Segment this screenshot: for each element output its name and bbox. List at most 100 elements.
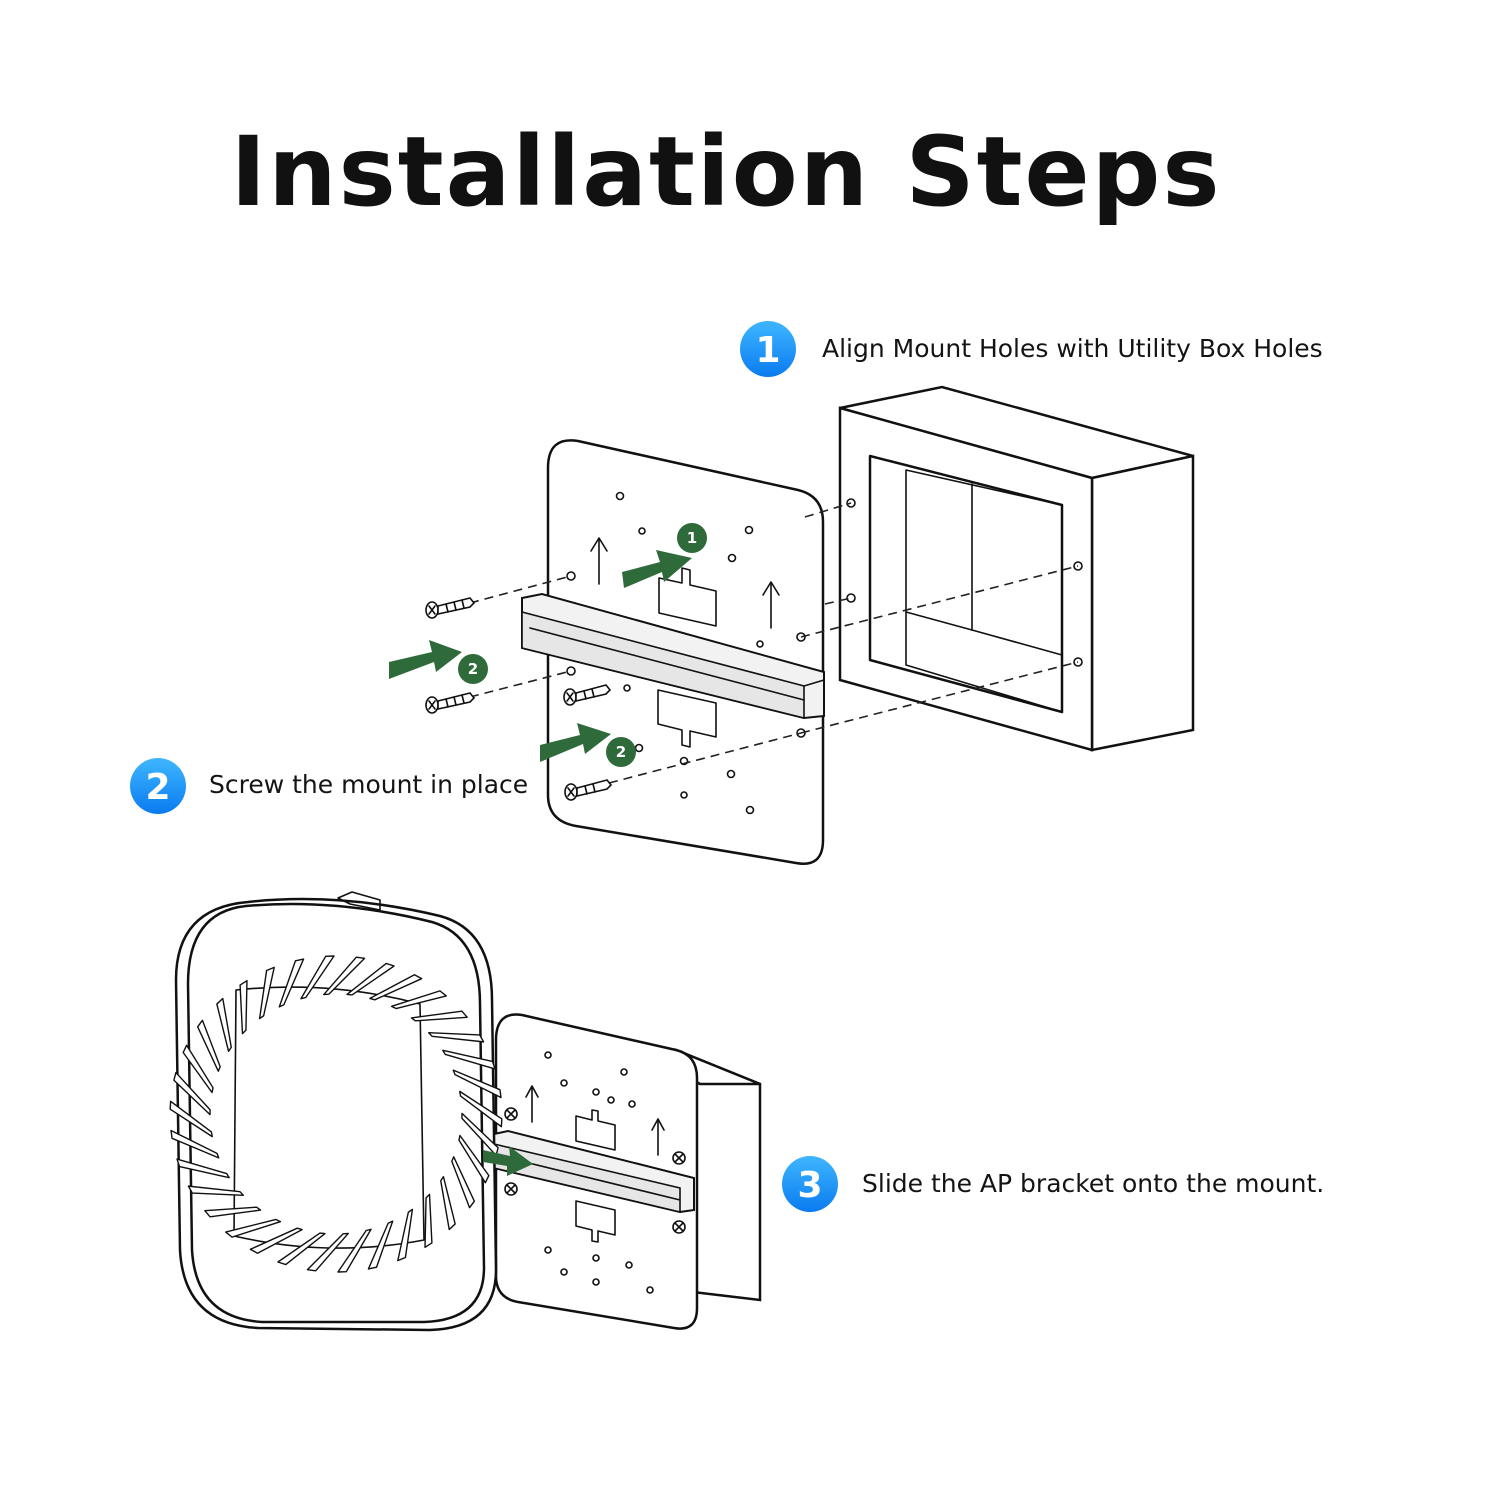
step-3-caption: Slide the AP bracket onto the mount.	[862, 1169, 1324, 1198]
plate-hole	[560, 1079, 568, 1087]
plate-hole	[566, 571, 576, 581]
action-arrow-screw: 2	[540, 723, 636, 767]
device-rib	[278, 958, 305, 1008]
box-hole	[846, 593, 856, 603]
plate-hole	[726, 769, 736, 779]
plate-hole	[607, 1096, 615, 1104]
device-rib	[459, 1090, 503, 1128]
plate-hole	[615, 491, 625, 501]
screw-icon	[564, 779, 613, 801]
up-arrow-icon	[651, 1118, 665, 1156]
screw-head-icon	[672, 1220, 686, 1234]
page-title: Installation Steps	[231, 116, 1222, 228]
action-arrow-align: 1	[622, 523, 707, 588]
plate-hole	[560, 1268, 568, 1276]
plate-hole	[592, 1278, 600, 1286]
up-arrow-icon	[590, 537, 608, 585]
device-rib	[176, 1158, 230, 1179]
device-rib	[306, 1232, 349, 1272]
plate-hole	[745, 805, 755, 815]
plate-hole	[628, 1100, 636, 1108]
step-2-number: 2	[145, 767, 170, 808]
device-rib	[397, 1208, 414, 1262]
up-arrow-icon	[525, 1085, 539, 1123]
plate-hole	[625, 1261, 633, 1269]
step-3-number: 3	[797, 1165, 822, 1206]
device-rib	[424, 1193, 433, 1249]
plate-hole	[592, 1088, 600, 1096]
screw-head-icon	[672, 1151, 686, 1165]
device-rib	[170, 1129, 220, 1159]
plate-hole	[646, 1286, 654, 1294]
utility-box	[838, 385, 1195, 752]
device-rib	[367, 1220, 394, 1270]
plate-hole	[634, 743, 644, 753]
step-1-caption: Align Mount Holes with Utility Box Holes	[822, 334, 1323, 363]
device-rib	[216, 997, 232, 1053]
plate-hole	[623, 684, 631, 692]
device-rib	[458, 1134, 490, 1184]
device-rib	[204, 1206, 262, 1218]
callout-2b-number: 2	[616, 743, 626, 761]
screw-icon	[425, 597, 476, 619]
plate-hole	[727, 553, 737, 563]
device-rib	[187, 1185, 244, 1196]
step-3-badge	[782, 1156, 838, 1212]
plate-hole	[756, 640, 764, 648]
step-2-label: 2 Screw the mount in place	[130, 758, 528, 814]
keyhole-slot	[658, 567, 717, 627]
device-rib	[173, 1071, 211, 1116]
device-rib	[323, 956, 366, 996]
plate-hole	[680, 791, 688, 799]
mount-plate-installed	[493, 1013, 699, 1330]
up-arrow-icon	[762, 581, 780, 629]
step-1-badge	[740, 321, 796, 377]
device-rib	[300, 955, 335, 1000]
plate-hole	[544, 1051, 552, 1059]
device-rib	[428, 1032, 485, 1043]
action-arrow-screw: 2	[389, 640, 488, 684]
device-rib	[442, 1049, 496, 1070]
device-rib	[337, 1228, 372, 1273]
device-rib	[196, 1019, 221, 1072]
plate-hole	[638, 527, 646, 535]
mount-rail	[521, 592, 825, 720]
action-arrow-slide	[483, 1146, 533, 1176]
device-rib	[239, 979, 248, 1035]
callout-2a-number: 2	[468, 660, 478, 678]
screw-head-icon	[504, 1107, 518, 1121]
plate-hole	[566, 666, 576, 676]
device-ribs	[169, 955, 503, 1273]
device-rib	[169, 1100, 213, 1138]
device-rib	[440, 1175, 456, 1231]
step-2-badge	[130, 758, 186, 814]
device-rib	[451, 1156, 476, 1209]
device-rib	[390, 990, 447, 1010]
plate-hole	[544, 1246, 552, 1254]
plate-hole	[592, 1254, 600, 1262]
step-1-number: 1	[755, 330, 780, 371]
keyhole-slot	[657, 689, 717, 748]
device-rib	[369, 974, 423, 1001]
callout-1-number: 1	[687, 529, 697, 547]
device-rib	[182, 1044, 214, 1094]
screw-icon	[425, 692, 476, 714]
mount-plate	[521, 439, 825, 865]
device-rib	[249, 1227, 303, 1254]
screw-head-icon	[504, 1182, 518, 1196]
plate-hole	[744, 525, 754, 535]
step-2-caption: Screw the mount in place	[209, 770, 528, 799]
keyhole-slot	[575, 1109, 616, 1151]
plate-hole	[620, 1068, 628, 1076]
device-rib	[346, 962, 395, 996]
access-point-device	[169, 891, 503, 1332]
alignment-guides	[469, 502, 1079, 784]
device-rib	[277, 1232, 326, 1266]
keyhole-slot	[575, 1200, 616, 1243]
device-rib	[258, 966, 275, 1020]
device-rib	[225, 1218, 282, 1238]
device-rib	[452, 1069, 502, 1099]
screw-icon	[563, 684, 612, 706]
step-3-label: 3 Slide the AP bracket onto the mount.	[782, 1156, 1324, 1212]
